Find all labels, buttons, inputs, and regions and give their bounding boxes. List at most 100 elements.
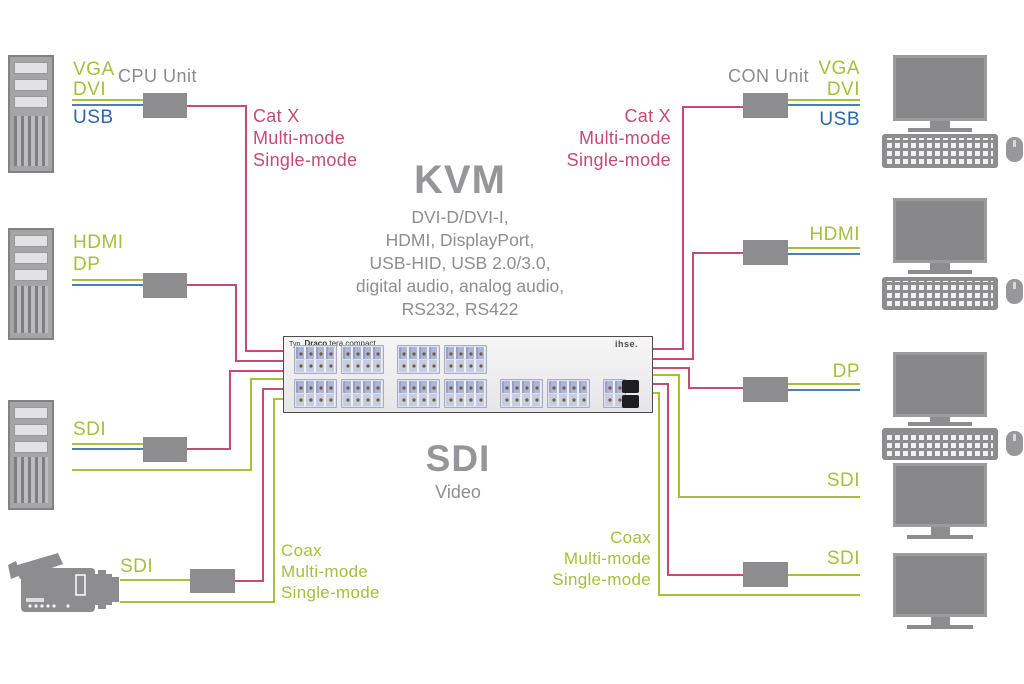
monitor-2-base [908, 270, 972, 274]
cpu-extender-1 [143, 93, 187, 118]
matrix-control-port-2 [622, 395, 639, 408]
monitor-4-base [907, 535, 973, 539]
cable-video-con2 [788, 247, 860, 249]
label-dvi-source: DVI [73, 79, 107, 100]
cable-coax-mon5-h1 [653, 392, 660, 394]
cable-catx-cpu1-v [245, 105, 247, 352]
port-group [294, 379, 337, 408]
cable-video-sdi-ext [788, 574, 860, 576]
tower-vents [14, 116, 48, 166]
matrix-brand: Typ. Draco tera compact [289, 339, 376, 348]
cable-catx-camera-h2 [262, 388, 285, 390]
cable-sdi-camera [120, 579, 190, 581]
port-group [397, 379, 440, 408]
cable-usb-t2 [72, 284, 143, 286]
cable-catx-camera-v [262, 388, 264, 582]
cable-usb-con1 [788, 104, 860, 106]
label-con-unit: CON Unit [728, 66, 810, 86]
tower-slot [14, 424, 48, 436]
cpu-extender-2 [143, 273, 187, 298]
matrix-port-row-top [294, 345, 487, 374]
cable-catx-con3-h1 [653, 367, 690, 369]
monitor-3 [893, 352, 987, 417]
label-sdi-display2: SDI [826, 548, 860, 569]
mouse-2 [1006, 279, 1023, 304]
cable-catx-con3-v [688, 367, 690, 389]
label-hdmi-source: HDMI [73, 232, 124, 253]
monitor-5-base [907, 625, 973, 629]
cable-coax-camera-h2 [273, 398, 285, 400]
cable-video-con3 [788, 383, 860, 385]
label-dp-display: DP [832, 361, 860, 382]
monitor-3-base [908, 422, 972, 426]
cable-catx-con1-h2 [682, 106, 743, 108]
cable-catx-cpu2-h2 [235, 360, 285, 362]
cable-catx-con3-h2 [688, 387, 743, 389]
cable-video-con1 [788, 99, 860, 101]
cable-catx-cpu3-h2 [229, 370, 285, 372]
cable-catx-sdi-ext-h2 [667, 574, 743, 576]
cpu-extender-3 [143, 437, 187, 462]
label-sdi-source: SDI [73, 419, 107, 440]
cable-catx-sdi-ext-h1 [653, 383, 669, 385]
matrix-switch: Typ. Draco tera compact ihse. [283, 336, 653, 413]
monitor-4 [893, 463, 987, 527]
kvm-description: DVI-D/DVI-I, HDMI, DisplayPort, USB-HID,… [355, 207, 565, 319]
sdi-section: SDI Video [258, 438, 658, 503]
port-group [397, 345, 440, 374]
sdi-subtitle: Video [435, 482, 481, 502]
cable-coax-mon4-h1 [653, 374, 680, 376]
port-group [341, 379, 384, 408]
cable-video-t3 [72, 443, 143, 445]
matrix-port-row-bottom [294, 379, 626, 408]
label-cpu-unit: CPU Unit [118, 66, 198, 86]
label-usb-display: USB [819, 109, 860, 130]
kvm-section: KVM DVI-D/DVI-I, HDMI, DisplayPort, USB-… [260, 158, 660, 321]
cable-video-t1 [72, 99, 143, 101]
label-vga-display: VGA [818, 58, 860, 79]
port-group [444, 379, 487, 408]
monitor-2 [893, 198, 987, 263]
monitor-4-stand [931, 527, 950, 535]
mouse-1 [1006, 137, 1023, 162]
cable-usb-con2 [788, 253, 860, 255]
cable-catx-cpu3-v [229, 370, 231, 450]
cable-coax-mon4-v [678, 374, 680, 498]
con-extender-sdi [743, 562, 788, 587]
port-group-mini [603, 379, 626, 408]
keyboard-2 [882, 277, 998, 310]
cable-coax-mon5-h2 [658, 594, 860, 596]
cable-coax-mon5-v [658, 392, 660, 596]
tower-vents [14, 286, 48, 333]
cable-usb-con3 [788, 389, 860, 391]
port-group [294, 345, 337, 374]
sdi-title: SDI [425, 438, 491, 479]
keyboard-3 [882, 428, 998, 460]
tower-slot [14, 269, 48, 281]
cable-catx-cpu3-h1 [187, 448, 231, 450]
matrix-control-port-1 [622, 380, 639, 393]
con-extender-2 [743, 240, 788, 265]
monitor-5-stand [931, 617, 950, 625]
cable-coax-camera-v [273, 398, 275, 603]
cable-usb-t3 [72, 448, 143, 450]
monitor-1-stand [930, 121, 950, 128]
computer-tower-2 [8, 228, 54, 340]
cable-coax-t3-h1 [72, 469, 252, 471]
label-sdi-display1: SDI [826, 470, 860, 491]
cable-catx-cpu1-h1 [187, 105, 247, 107]
cable-catx-sdi-ext-v [667, 383, 669, 576]
cable-catx-cpu1-h2 [245, 350, 285, 352]
cable-catx-con1-v [682, 106, 684, 350]
tower-slot [14, 235, 48, 247]
label-vga-source: VGA [73, 59, 115, 80]
monitor-3-stand [930, 417, 950, 423]
computer-tower-1 [8, 55, 54, 173]
monitor-5 [893, 553, 987, 617]
ihse-logo: ihse. [614, 339, 638, 349]
tower-slot [14, 79, 48, 91]
port-group [547, 379, 590, 408]
monitor-1 [893, 55, 987, 121]
